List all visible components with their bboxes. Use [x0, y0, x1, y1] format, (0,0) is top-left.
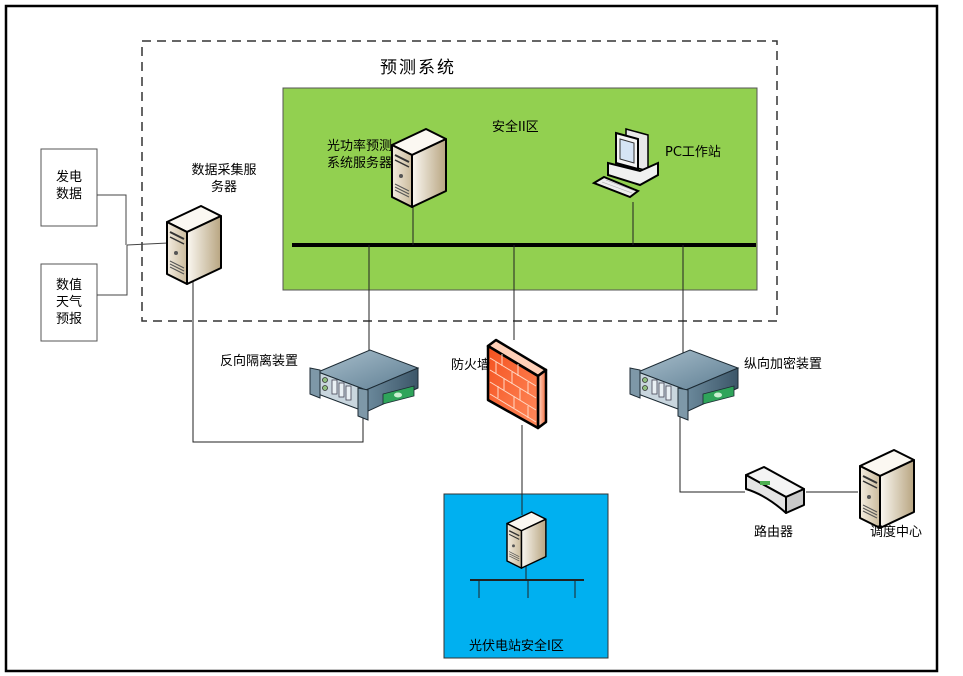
weather-forecast-line-3: 预报 — [55, 312, 82, 327]
pc-workstation-label: PC工作站 — [665, 145, 721, 160]
vertical-encryption-label: 纵向加密装置 — [744, 357, 823, 372]
prediction-server-icon — [391, 128, 447, 208]
firewall-icon — [486, 338, 548, 430]
prediction-server-line-1: 光功率预测 — [327, 139, 393, 154]
zone-i-label: 光伏电站安全I区 — [469, 639, 564, 654]
data-collection-server-icon — [166, 205, 222, 285]
reverse-isolation-device-icon — [309, 349, 419, 421]
zone-i-server-icon — [506, 511, 547, 569]
input-connectors — [97, 194, 169, 296]
weather-forecast-label: 数值 天气 预报 — [41, 278, 97, 327]
generation-data-line-1: 发电 — [55, 170, 82, 185]
dispatch-center-label: 调度中心 — [870, 525, 923, 540]
weather-forecast-line-1: 数值 — [55, 278, 82, 293]
data-collection-server-label: 数据采集服 务器 — [180, 163, 268, 195]
security-zone-ii — [282, 87, 758, 291]
router-label: 路由器 — [754, 525, 794, 540]
zone-ii-label: 安全II区 — [492, 120, 539, 135]
prediction-system-label: 预测系统 — [380, 58, 456, 78]
generation-data-box — [40, 148, 98, 227]
generation-data-label: 发电 数据 — [41, 170, 97, 202]
vertical-encryption-device-icon — [629, 349, 739, 421]
weather-forecast-line-2: 天气 — [55, 295, 82, 310]
reverse-isolation-label: 反向隔离装置 — [220, 354, 299, 369]
generation-data-line-2: 数据 — [55, 187, 82, 202]
data-collection-server-line-2: 务器 — [210, 180, 237, 195]
data-collection-server-line-1: 数据采集服 — [191, 163, 257, 178]
firewall-label: 防火墙 — [451, 358, 491, 373]
router-icon — [745, 466, 805, 514]
pc-workstation-icon — [591, 128, 659, 199]
outer-frame — [4, 4, 939, 673]
prediction-system-boundary — [141, 40, 778, 322]
dispatch-center-server-icon — [859, 449, 915, 529]
prediction-server-label: 光功率预测 系统服务器 — [327, 139, 392, 171]
weather-forecast-box — [40, 263, 98, 342]
prediction-server-line-2: 系统服务器 — [327, 156, 393, 171]
